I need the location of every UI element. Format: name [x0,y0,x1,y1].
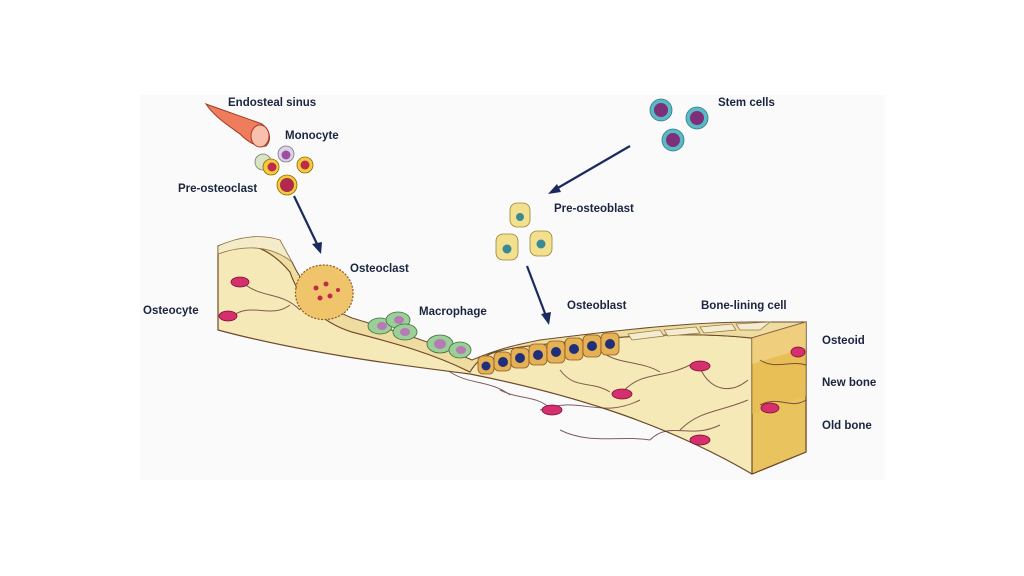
label-macrophage: Macrophage [419,306,487,318]
label-pre-osteoblast: Pre-osteoblast [554,203,634,215]
label-monocyte: Monocyte [285,130,339,142]
pre-osteoclast-cell [276,174,298,196]
monocyte-cells [254,145,314,176]
osteoclast-cell [294,264,354,321]
endosteal-sinus [204,103,270,148]
label-osteoid: Osteoid [822,335,865,347]
bone-lining-top-left [217,236,293,263]
bone-lining-cells [627,321,772,341]
embedded-osteocytes [218,276,806,446]
macrophage-cells [367,311,472,359]
label-osteoclast: Osteoclast [350,263,409,275]
new-bone-band [752,348,806,414]
osteoblast-row [477,332,620,375]
label-old-bone: Old bone [822,420,872,432]
label-osteocyte: Osteocyte [143,305,199,317]
label-new-bone: New bone [822,377,877,389]
label-pre-osteoclast: Pre-osteoclast [178,183,258,195]
stem-cells [649,98,709,152]
pre-osteoblast-cells [495,202,553,261]
arrow-to-osteoblast [525,265,551,325]
label-bone-lining-cell: Bone-lining cell [701,300,787,312]
label-endosteal-sinus: Endosteal sinus [228,97,317,109]
arrow-to-osteoclast [293,195,322,254]
arrow-to-pre-osteoblast [548,145,631,194]
label-osteoblast: Osteoblast [567,300,627,312]
osteoid-band [752,322,806,364]
label-stem-cells: Stem cells [718,97,775,109]
